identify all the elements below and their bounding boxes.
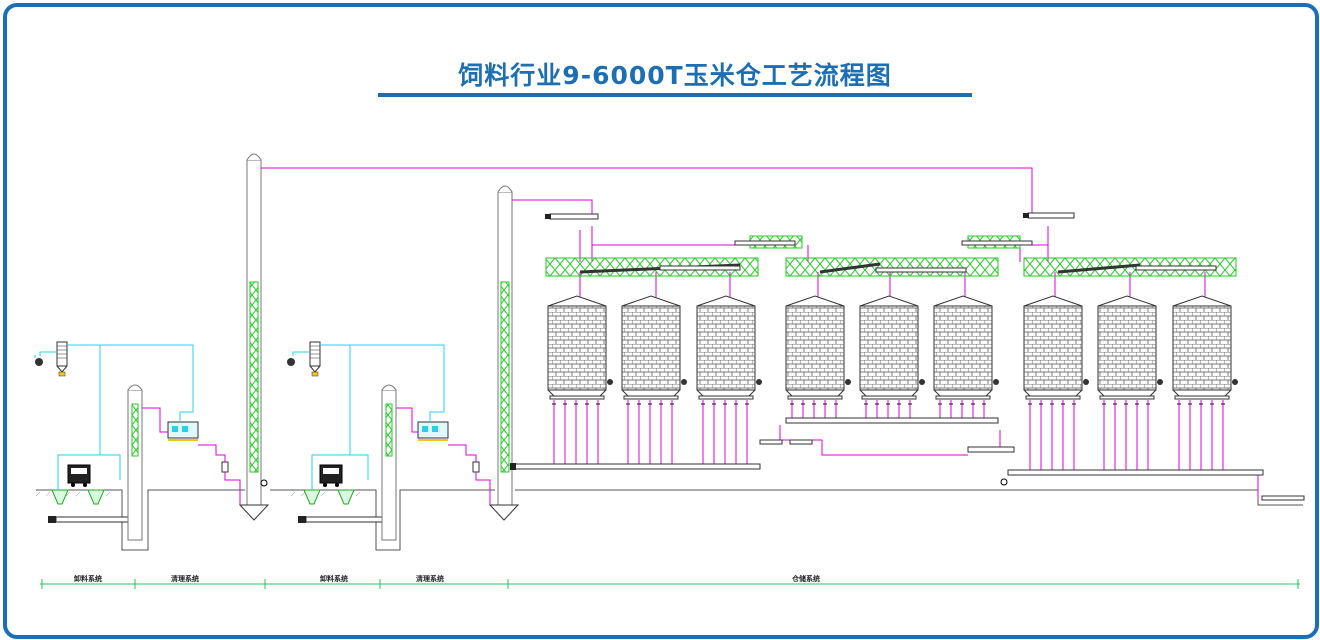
bottom-conveyors: [510, 417, 1305, 501]
magnet-icon: [472, 461, 480, 473]
silo: [696, 295, 762, 464]
fan-icon: [287, 358, 295, 366]
aeration-fan-icon: [756, 379, 762, 385]
cleaning-system-2: [417, 185, 520, 521]
dust-collector-icon: [309, 341, 321, 377]
silo: [859, 295, 925, 418]
silo: [621, 295, 687, 464]
silo-group: [547, 295, 1238, 470]
silo: [547, 295, 613, 464]
aeration-fan-icon: [1232, 379, 1238, 385]
main-elevator-2-icon: [488, 185, 520, 521]
bucket-elevator-icon: [381, 384, 397, 541]
aeration-fan-icon: [607, 379, 613, 385]
silo-gallery-trusses: [545, 257, 1237, 277]
top-conveyors: [545, 212, 1075, 249]
flow-marker-icon: [1000, 478, 1008, 486]
cleaning-system-1: [167, 153, 270, 521]
bucket-elevator-icon: [127, 384, 143, 541]
receiving-hopper-icon: [51, 489, 105, 505]
aeration-fan-icon: [993, 379, 999, 385]
silo: [1097, 295, 1163, 470]
dust-collection-lines: [39, 344, 445, 490]
aeration-fan-icon: [681, 379, 687, 385]
cleaning-screen-icon: [167, 421, 199, 441]
receiving-hopper-icon: [303, 489, 355, 505]
flow-marker-icon: [260, 479, 268, 487]
section-label-cleaning-2: 清理系统: [416, 574, 444, 583]
aeration-fan-icon: [845, 379, 851, 385]
main-elevator-1-icon: [238, 153, 270, 521]
dust-collector-icon: [56, 341, 68, 377]
silo: [1172, 295, 1238, 470]
silo: [933, 295, 999, 418]
aeration-fan-icon: [1157, 379, 1163, 385]
screw-conveyor-icon: [298, 516, 383, 523]
section-dimension-line: [40, 579, 1300, 589]
silo: [1023, 295, 1089, 470]
screw-conveyor-icon: [48, 516, 131, 523]
aeration-fan-icon: [1083, 379, 1089, 385]
section-label-cleaning-1: 清理系统: [171, 574, 199, 583]
diagram-title: 饲料行业9-6000T玉米仓工艺流程图: [458, 61, 892, 90]
section-label-unloading-1: 卸料系统: [74, 574, 102, 583]
ground-line: [36, 489, 1303, 551]
magnet-icon: [221, 461, 229, 473]
silo: [785, 295, 851, 418]
aeration-fan-icon: [919, 379, 925, 385]
cleaning-screen-icon: [417, 421, 449, 441]
unloading-system-1: [34, 341, 143, 541]
material-flow-lines: [142, 167, 1259, 505]
unloading-system-2: [287, 341, 397, 541]
section-label-storage: 仓储系统: [791, 574, 820, 583]
title-underline: [378, 93, 972, 97]
truck-icon: [319, 464, 343, 487]
section-label-unloading-2: 卸料系统: [320, 574, 348, 583]
truck-icon: [67, 464, 91, 487]
fan-icon: [34, 355, 43, 366]
